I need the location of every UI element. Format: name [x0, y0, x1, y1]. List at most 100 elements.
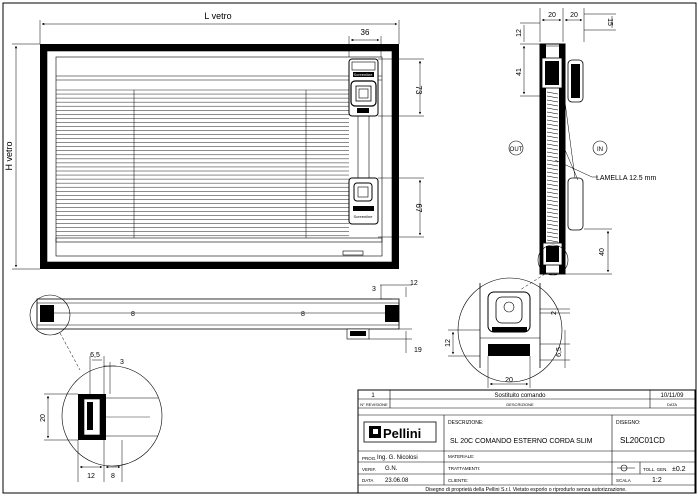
side-slats	[546, 91, 559, 243]
descr-value: SL 20C COMANDO ESTERNO CORDA SLIM	[450, 438, 593, 445]
side-slat	[546, 107, 559, 111]
prog-value: Ing. G. Nicolosi	[377, 455, 418, 461]
side-slat	[546, 135, 559, 139]
brand-label-lower: Screenline	[354, 214, 374, 219]
dim-67-label: 67	[414, 204, 423, 213]
material-label: MATERIALE:	[448, 454, 474, 459]
dim-2-label: 2	[551, 311, 558, 315]
front-view: Screenline Screenline	[40, 44, 399, 269]
side-slat	[546, 187, 559, 191]
side-slat	[546, 219, 559, 223]
dim-20c-label: 20	[40, 414, 47, 422]
side-slat	[546, 239, 559, 243]
external-control-lower	[567, 177, 584, 231]
scale-value: 1:2	[652, 477, 662, 484]
dim-detail-12-8: 12 8	[77, 440, 123, 482]
side-slat	[546, 163, 559, 167]
side-slat	[546, 191, 559, 195]
side-slat	[546, 155, 559, 159]
dim-36: 36	[348, 28, 382, 57]
side-slat	[546, 231, 559, 235]
side-slat	[546, 95, 559, 99]
side-slat	[546, 99, 559, 103]
detail-circle-side	[537, 244, 569, 276]
side-slat	[546, 195, 559, 199]
drawing-label: DISEGNO:	[616, 420, 640, 426]
dim-20-20: 20 20	[539, 8, 585, 42]
detail-bottom-left	[61, 365, 163, 467]
side-slat	[546, 203, 559, 207]
col-revision: N° REVISIONE	[360, 402, 388, 407]
revision-date: 10/11/09	[661, 393, 685, 399]
side-slat	[546, 215, 559, 219]
dim-19-label: 19	[414, 347, 422, 354]
col-description: DESCRIZIONE	[506, 402, 534, 407]
date-value: 23.06.08	[385, 478, 409, 484]
rail-handle	[342, 250, 364, 256]
lower-control-unit: Screenline	[348, 177, 379, 225]
label-in: IN	[597, 147, 603, 153]
prog-label: PROG.	[362, 456, 377, 461]
brand-label-upper: Screenline	[354, 72, 374, 77]
side-slat	[546, 227, 559, 231]
dim-12d-label: 12	[445, 339, 452, 347]
blind-panel	[55, 56, 383, 257]
dim-8-label: 8	[111, 473, 115, 480]
side-view	[539, 43, 584, 275]
dim-6-5-label: 6,5	[90, 352, 100, 359]
title-block	[357, 389, 696, 494]
logo-box	[363, 421, 437, 443]
dim-h-vetro-label: H vetro	[4, 141, 14, 170]
detail-right	[457, 277, 563, 383]
side-slat	[546, 123, 559, 127]
side-slat	[546, 127, 559, 131]
side-slat	[546, 183, 559, 187]
col-date: DATA	[667, 402, 677, 407]
dim-12-label: 12	[516, 29, 523, 37]
side-slat	[546, 115, 559, 119]
bottom-mark-left: 8	[131, 311, 135, 318]
dim-detail-20: 20	[40, 393, 78, 441]
side-slat	[546, 199, 559, 203]
bottom-view: 8 8	[36, 298, 400, 340]
tol-value: ±0.2	[672, 466, 686, 473]
side-slat	[546, 103, 559, 107]
dim-40: 40	[565, 228, 612, 275]
client-label: CLIENTE:	[448, 478, 468, 483]
side-slat	[546, 167, 559, 171]
revision-number: 1	[371, 393, 375, 399]
dim-41-label: 41	[516, 68, 523, 76]
dim-12c-label: 12	[87, 473, 95, 480]
side-slat	[546, 179, 559, 183]
side-slat	[546, 235, 559, 239]
upper-control-unit: Screenline	[348, 58, 379, 117]
dim-73: 73	[378, 58, 424, 117]
side-slat	[546, 171, 559, 175]
detail-circle-bottom	[29, 294, 71, 336]
dim-20d-label: 20	[505, 377, 513, 384]
company-logo: Pellini	[383, 426, 421, 441]
dim-67: 67	[378, 177, 424, 238]
dim-36-label: 36	[361, 28, 370, 37]
side-slat	[546, 223, 559, 227]
side-slat	[546, 111, 559, 115]
side-slat	[546, 151, 559, 155]
dim-detail-right: 2 12 6,5 20	[445, 308, 570, 388]
side-slat	[546, 119, 559, 123]
dim-20a-label: 20	[548, 12, 556, 19]
dim-3-12: 3 12	[372, 280, 418, 300]
scale-label: SCALA	[616, 478, 631, 483]
dim-3-label: 3	[372, 286, 376, 293]
dim-73-label: 73	[414, 86, 423, 95]
dim-l-vetro-label: L vetro	[204, 11, 231, 21]
label-out: OUT	[510, 147, 523, 153]
side-slat	[546, 91, 559, 95]
dim-12b-label: 12	[410, 280, 418, 287]
side-slat	[546, 207, 559, 211]
side-slat	[546, 159, 559, 163]
bottom-rail	[55, 237, 383, 243]
dim-l-vetro: L vetro	[39, 11, 400, 44]
dim-detail-6-5-3: 6,5 3	[89, 352, 124, 394]
